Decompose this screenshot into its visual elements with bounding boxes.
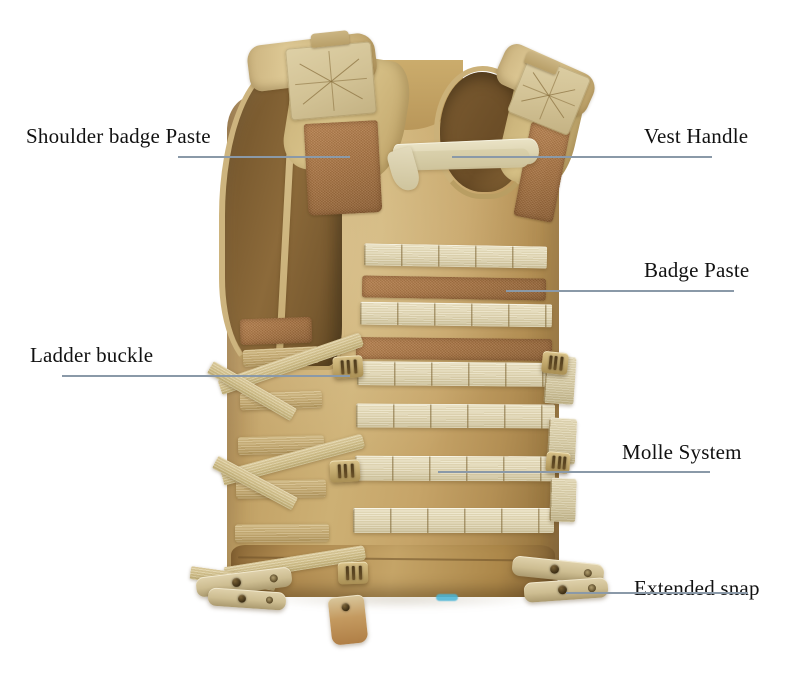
label-molle-system: Molle System (622, 440, 742, 464)
left-side-velcro-strip (239, 316, 313, 346)
molle-row-3 (356, 361, 556, 387)
label-vest-handle: Vest Handle (644, 124, 749, 148)
back-velcro-strip-lower (355, 336, 553, 362)
leader-extended-snap (566, 592, 748, 594)
blue-accent-tab (436, 594, 458, 601)
side-buckle-right-upper (540, 350, 570, 376)
left-shoulder-x-stitch-flap (285, 41, 377, 121)
leader-ladder-buckle (62, 375, 350, 377)
molle-row-5 (354, 455, 556, 482)
back-velcro-strip-upper (361, 275, 547, 301)
leader-shoulder-badge-paste (178, 156, 350, 158)
label-shoulder-badge-paste: Shoulder badge Paste (26, 124, 211, 148)
label-badge-paste: Badge Paste (644, 258, 750, 282)
leader-badge-paste (506, 290, 734, 292)
ladder-buckle-lower (337, 561, 369, 585)
left-shoulder-badge-velcro (303, 120, 383, 216)
right-side-webbing-3 (549, 477, 577, 523)
molle-row-2 (359, 301, 553, 328)
label-extended-snap: Extended snap (634, 576, 760, 600)
label-ladder-buckle: Ladder buckle (30, 343, 154, 367)
molle-row-1 (363, 243, 548, 269)
molle-row-4 (355, 403, 556, 429)
vest-carry-handle-inner (397, 148, 531, 171)
left-side-webbing-5 (234, 523, 330, 543)
leader-vest-handle (452, 156, 712, 158)
molle-row-6 (353, 508, 554, 533)
leader-molle-system (438, 471, 710, 473)
extended-snap-tab-center (327, 594, 369, 646)
ladder-buckle-middle (329, 459, 361, 483)
